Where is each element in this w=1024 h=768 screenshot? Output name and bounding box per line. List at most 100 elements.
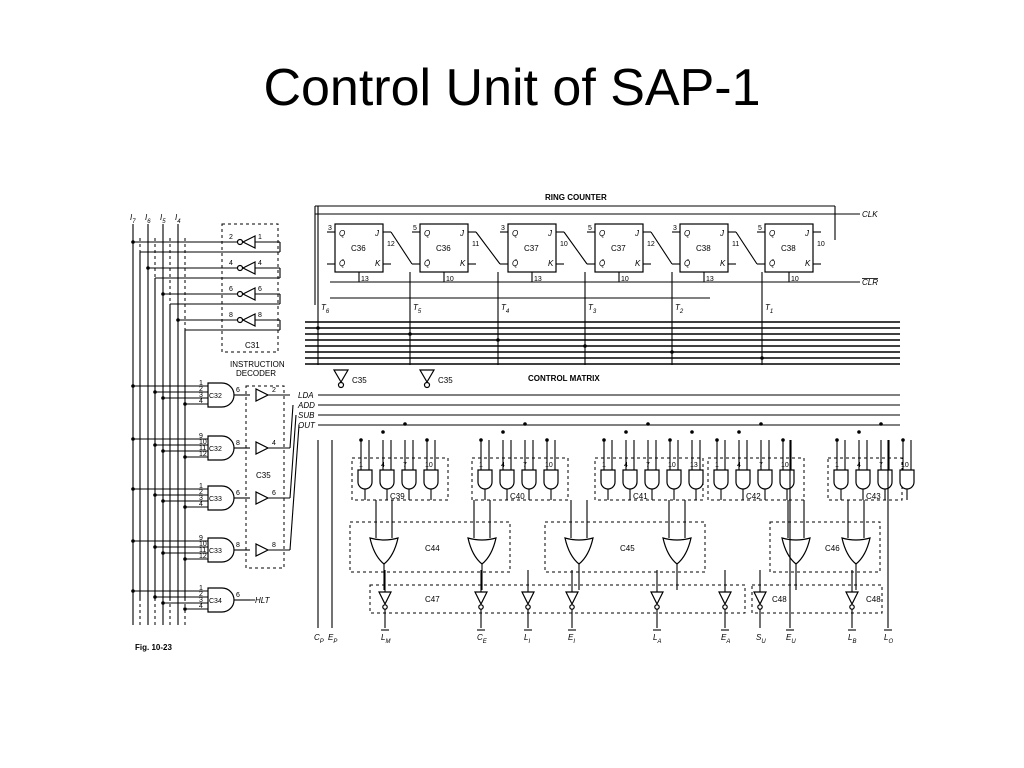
output-inverter-3	[521, 570, 535, 628]
svg-text:6: 6	[236, 592, 240, 599]
timing-label-1: T6	[321, 303, 330, 315]
svg-text:8: 8	[229, 312, 233, 319]
svg-text:8: 8	[236, 542, 240, 549]
decoder-output-hlt: HLT	[255, 596, 271, 605]
svg-text:12: 12	[199, 553, 207, 560]
output-label-lo: LO	[884, 633, 893, 645]
svg-text:11: 11	[199, 547, 206, 554]
svg-text:Q̄: Q̄	[684, 259, 690, 268]
svg-text:J: J	[374, 229, 380, 238]
svg-text:Q̄: Q̄	[512, 259, 518, 268]
output-label-ea: EA	[721, 633, 730, 645]
svg-text:C38: C38	[781, 244, 796, 253]
output-label-lm: LM	[381, 633, 390, 645]
timing-label-4: T3	[588, 303, 597, 315]
svg-text:12: 12	[387, 241, 395, 248]
svg-text:8: 8	[272, 542, 276, 549]
flipflop-group: C36QQ̄JK31213C36QQ̄JK51110C37QQ̄JK31013C…	[317, 206, 825, 365]
svg-text:13: 13	[361, 276, 369, 283]
svg-text:J: J	[634, 229, 640, 238]
svg-text:C42: C42	[746, 492, 761, 501]
svg-text:C38: C38	[696, 244, 711, 253]
svg-text:1: 1	[715, 462, 719, 469]
figure-caption: Fig. 10-23	[135, 643, 172, 652]
timing-label-5: T2	[675, 303, 684, 315]
svg-text:5: 5	[758, 225, 762, 232]
svg-text:J: J	[547, 229, 553, 238]
svg-text:10: 10	[621, 276, 629, 283]
svg-text:Q: Q	[424, 229, 430, 238]
c35-label: C35	[256, 471, 271, 480]
output-inverter-8	[845, 570, 859, 628]
svg-text:C40: C40	[510, 492, 525, 501]
c35a-label: C35	[352, 376, 367, 385]
svg-text:4: 4	[272, 440, 276, 447]
svg-text:5: 5	[413, 225, 417, 232]
svg-text:C37: C37	[524, 244, 539, 253]
svg-text:4: 4	[737, 462, 741, 469]
decoder-output-sub: SUB	[298, 411, 315, 420]
svg-text:2: 2	[229, 234, 233, 241]
svg-text:C36: C36	[436, 244, 451, 253]
svg-text:4: 4	[199, 501, 203, 508]
svg-text:7: 7	[646, 462, 650, 469]
or-bank-c46: C46	[769, 500, 881, 590]
svg-text:8: 8	[236, 440, 240, 447]
timing-label-2: T5	[413, 303, 422, 315]
svg-text:2: 2	[199, 489, 203, 496]
svg-text:C48: C48	[772, 595, 787, 604]
svg-text:C46: C46	[825, 544, 840, 553]
timing-label-6: T1	[765, 303, 773, 315]
output-label-li: LI	[524, 633, 530, 645]
svg-text:C32: C32	[209, 446, 222, 453]
svg-text:7: 7	[523, 462, 527, 469]
svg-text:Q̄: Q̄	[599, 259, 605, 268]
output-inverter-6	[718, 570, 732, 628]
decoder-output-out: OUT	[298, 421, 316, 430]
output-label-ep: EP	[328, 633, 337, 645]
input-label-1: I7	[130, 213, 136, 225]
svg-text:3: 3	[199, 597, 203, 604]
svg-text:3: 3	[328, 225, 332, 232]
output-inverter-1	[378, 570, 392, 628]
svg-text:10: 10	[560, 241, 568, 248]
timing-label-3: T4	[501, 303, 510, 315]
svg-text:C39: C39	[390, 492, 405, 501]
svg-text:6: 6	[258, 286, 262, 293]
svg-text:Q: Q	[512, 229, 518, 238]
svg-text:4: 4	[624, 462, 628, 469]
instruction-decoder-label-2: DECODER	[236, 369, 276, 378]
svg-text:6: 6	[236, 387, 240, 394]
svg-text:5: 5	[588, 225, 592, 232]
svg-text:10: 10	[425, 462, 433, 469]
svg-text:Q̄: Q̄	[769, 259, 775, 268]
svg-text:K: K	[635, 259, 641, 268]
svg-text:7: 7	[879, 462, 883, 469]
output-inverter-5	[650, 570, 664, 628]
output-inverter-7	[753, 570, 767, 628]
svg-text:4: 4	[501, 462, 505, 469]
svg-text:C44: C44	[425, 544, 440, 553]
svg-text:C33: C33	[209, 548, 222, 555]
svg-text:K: K	[805, 259, 811, 268]
svg-text:C48: C48	[866, 595, 881, 604]
output-label-su: SU	[756, 633, 766, 645]
svg-text:9: 9	[199, 433, 203, 440]
svg-text:13: 13	[706, 276, 714, 283]
svg-text:C36: C36	[351, 244, 366, 253]
input-label-3: I5	[160, 213, 166, 225]
svg-text:13: 13	[534, 276, 542, 283]
svg-text:Q: Q	[599, 229, 605, 238]
decoder-output-lda: LDA	[298, 391, 314, 400]
svg-text:C37: C37	[611, 244, 626, 253]
ring-counter-label: RING COUNTER	[545, 193, 607, 202]
